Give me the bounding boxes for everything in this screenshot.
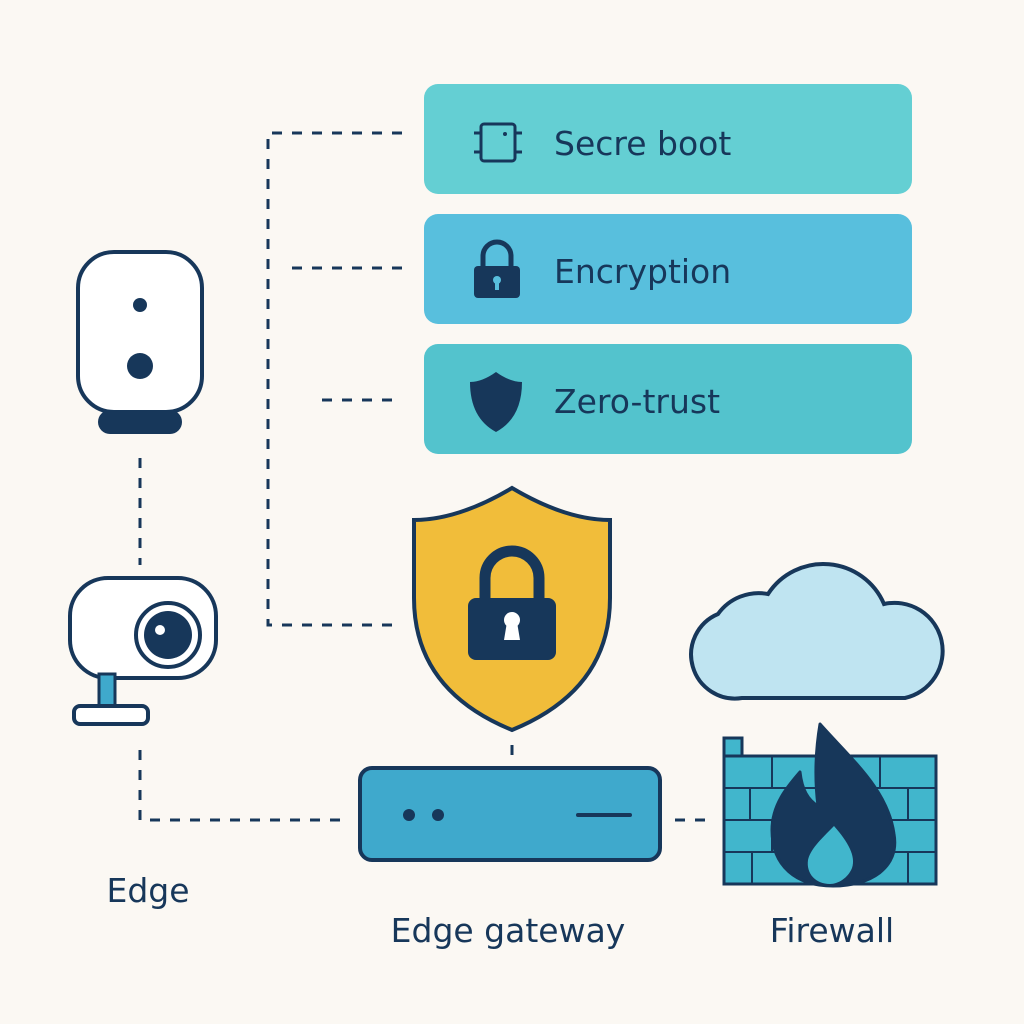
firewall-label: Firewall bbox=[770, 911, 894, 950]
feature-label-encryption: Encryption bbox=[554, 252, 731, 291]
feature-label-zero-trust: Zero-trust bbox=[554, 382, 720, 421]
gateway-device-icon bbox=[358, 766, 662, 862]
smart-speaker-icon bbox=[76, 250, 204, 434]
edge-label: Edge bbox=[106, 871, 189, 910]
padlock-icon bbox=[474, 239, 520, 298]
firewall-icon bbox=[722, 722, 938, 888]
feature-panel-encryption bbox=[424, 214, 912, 324]
connector-camera-gateway bbox=[138, 750, 345, 822]
connectors bbox=[138, 131, 712, 822]
feature-label-secure-boot: Secre boot bbox=[554, 124, 731, 163]
chip-icon bbox=[474, 122, 522, 163]
feature-zero-trust: Zero-trust bbox=[424, 344, 912, 454]
feature-secure-boot: Secre boot bbox=[424, 84, 912, 194]
edge-gateway-label: Edge gateway bbox=[391, 911, 626, 950]
feature-encryption: Encryption bbox=[424, 214, 912, 324]
shield-icon bbox=[470, 372, 522, 432]
security-camera-icon bbox=[68, 576, 218, 726]
feature-panel-zero-trust bbox=[424, 344, 912, 454]
cloud-icon bbox=[689, 561, 945, 701]
shield-lock-icon bbox=[412, 485, 612, 733]
feature-panel-secure-boot bbox=[424, 84, 912, 194]
connector-secure-boot bbox=[266, 131, 402, 627]
